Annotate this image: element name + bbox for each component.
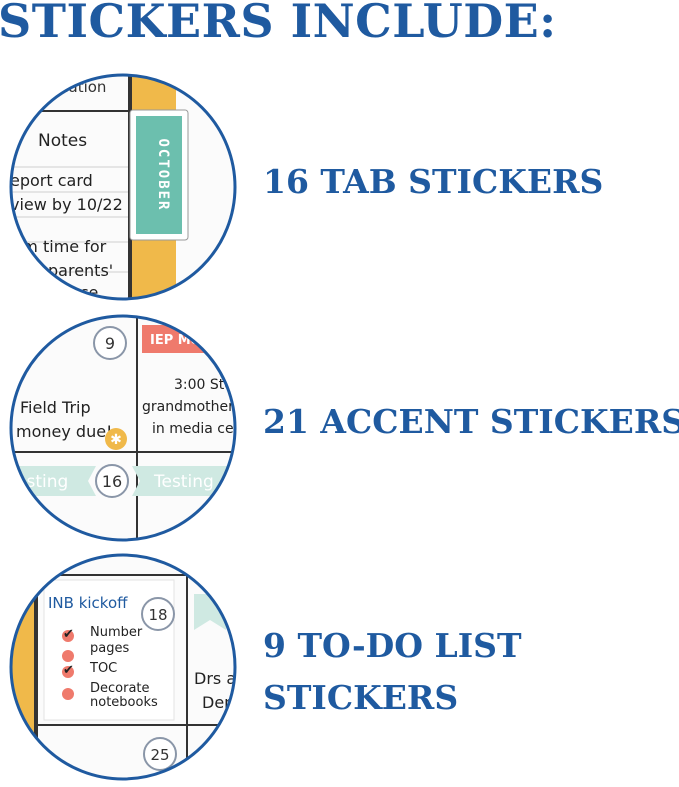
todo-stickers-label: 9 TO-DO LIST STICKERS — [263, 620, 522, 724]
tab-stickers-label: 16 TAB STICKERS — [263, 162, 604, 201]
note-line: view by 10/22 — [10, 195, 123, 214]
testing-label: Testing — [153, 472, 214, 492]
todo-item: Number — [90, 625, 143, 640]
page-title: STICKERS INCLUDE: — [0, 0, 557, 48]
note-line: money due! — [16, 422, 112, 441]
todo-title: INB kickoff — [48, 594, 128, 612]
todo-bullet — [62, 666, 74, 678]
day-number: 16 — [102, 472, 122, 491]
october-tab-sticker — [136, 116, 182, 234]
note-line: rm time for — [16, 237, 107, 256]
day-circle-sticker — [93, 326, 127, 360]
accent-sticker-photo: IEP Mee 9 Field Trip money due! ✱ 3:00 S… — [9, 314, 238, 542]
todo-label-line: 9 TO-DO LIST — [263, 626, 522, 665]
todo-item: TOC — [89, 661, 117, 676]
accent-stickers-label: 21 ACCENT STICKERS — [263, 402, 679, 441]
day-number: 18 — [148, 606, 167, 624]
day-circle-sticker — [143, 737, 177, 771]
check-icon: ✔ — [63, 663, 74, 678]
testing-banner-sticker — [132, 466, 235, 496]
note-line: eport card — [10, 171, 93, 190]
day-circle-sticker — [95, 464, 129, 498]
todo-sticker-photo: INB kickoff 18 ✔ Number pages ✔ TOC Deco… — [9, 553, 237, 781]
todo-item: pages — [90, 641, 129, 656]
todo-item: notebooks — [90, 695, 158, 710]
star-accent-sticker — [105, 428, 127, 450]
day-circle-sticker — [141, 597, 175, 631]
todo-bullet — [62, 688, 74, 700]
note-line: rmation — [48, 78, 106, 96]
note-line: 3:00 Steve — [174, 377, 238, 393]
tab-label: OCTOBER — [155, 138, 171, 211]
note-line: Drs a — [194, 669, 236, 688]
todo-item: Decorate — [90, 681, 150, 696]
day-number: 25 — [150, 746, 169, 764]
note-line: in media cen — [152, 421, 238, 437]
todo-bullet — [62, 630, 74, 642]
todo-bullet — [62, 650, 74, 662]
day-number: 9 — [105, 334, 115, 353]
note-line: Field Trip — [20, 398, 91, 417]
note-line: grandmother — [142, 399, 234, 415]
todo-label-line: STICKERS — [263, 678, 459, 717]
asterisk-icon: ✱ — [110, 432, 122, 448]
check-icon: ✔ — [63, 627, 74, 642]
notes-heading: Notes — [38, 131, 87, 151]
note-line: parents' — [48, 261, 113, 280]
tab-sticker-photo: OCTOBER rmation Notes eport card view by… — [9, 73, 237, 301]
